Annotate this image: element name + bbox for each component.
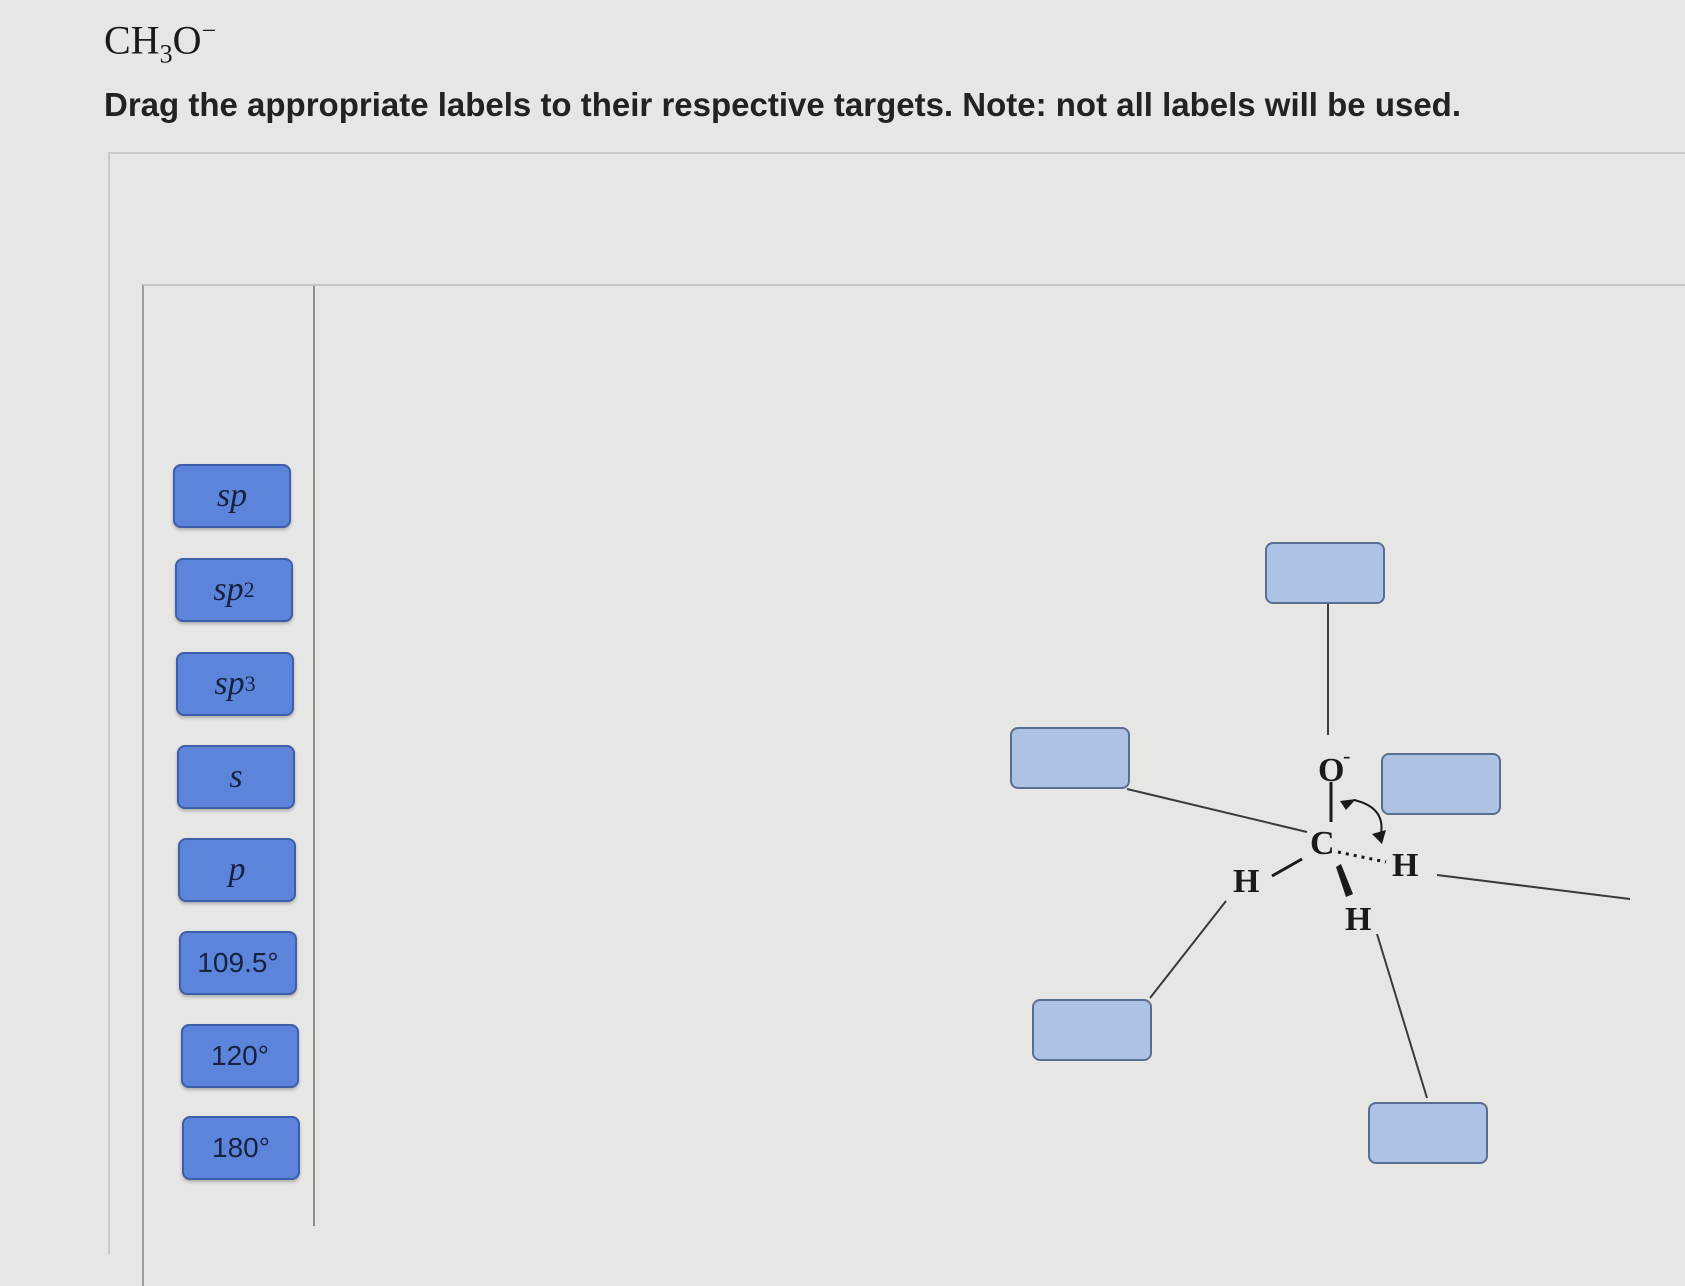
formula-charge: − — [201, 16, 217, 45]
formula-main: CH — [104, 17, 160, 63]
angle-arc-top — [1353, 799, 1383, 839]
angle-arrow-head-top — [1340, 799, 1356, 810]
angle-arrow-head-bottom — [1372, 830, 1386, 844]
oxygen-charge: - — [1343, 743, 1350, 768]
leader-line-left — [1126, 788, 1308, 833]
bond-c-h-wedge — [1336, 864, 1353, 897]
instruction-text: Drag the appropriate labels to their res… — [104, 86, 1462, 123]
label-palette-divider — [313, 286, 315, 1226]
leader-line-bottom-left — [1149, 900, 1227, 999]
atom-oxygen: O — [1318, 752, 1344, 789]
label-sp[interactable]: sp — [173, 464, 291, 528]
question-frame — [108, 152, 1685, 1254]
atom-hydrogen-left: H — [1233, 863, 1259, 900]
atom-carbon: C — [1310, 825, 1335, 862]
bond-c-h-left — [1271, 857, 1303, 878]
label-angle-180[interactable]: 180° — [182, 1116, 300, 1180]
drop-target-left[interactable] — [1010, 727, 1130, 789]
label-angle-120[interactable]: 120° — [181, 1024, 299, 1088]
molecule-formula: CH3O− — [104, 16, 216, 69]
drag-drop-area — [142, 284, 1685, 1286]
formula-subscript: 3 — [159, 39, 173, 69]
atom-hydrogen-bottom: H — [1345, 901, 1371, 938]
atom-hydrogen-right: H — [1392, 847, 1418, 884]
drop-target-bottom-right[interactable] — [1368, 1102, 1488, 1164]
formula-tail: O — [172, 17, 202, 63]
bond-c-h-hashed — [1337, 850, 1387, 864]
leader-line-right — [1436, 874, 1631, 900]
drop-target-bottom-left[interactable] — [1032, 999, 1152, 1061]
label-p[interactable]: p — [178, 838, 296, 902]
leader-line-bottom-right — [1376, 933, 1428, 1099]
drop-target-right[interactable] — [1381, 753, 1501, 815]
molecule-diagram: O - C H H H — [1126, 604, 1631, 1099]
label-angle-109-5[interactable]: 109.5° — [179, 931, 297, 995]
label-s[interactable]: s — [177, 745, 295, 809]
drop-target-top[interactable] — [1265, 542, 1385, 604]
